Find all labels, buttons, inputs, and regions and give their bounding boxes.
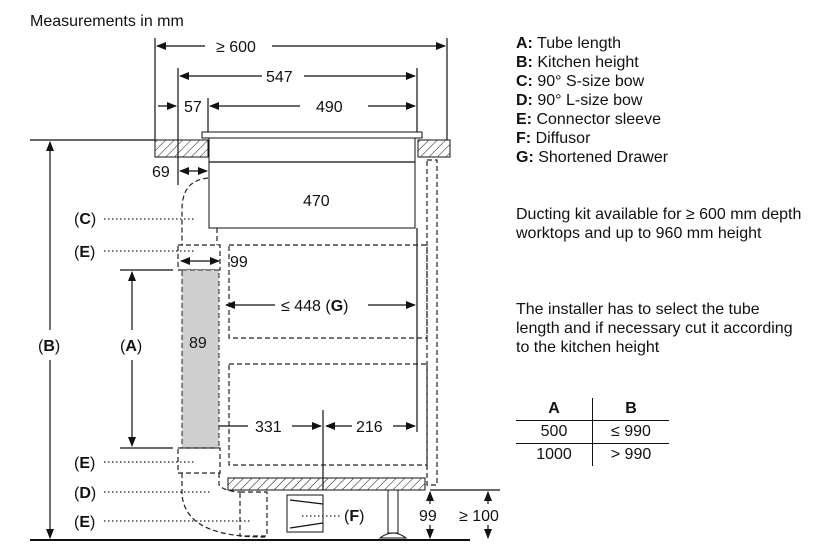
diagram-title: Measurements in mm — [30, 13, 184, 30]
dim-547: 547 — [266, 69, 293, 86]
dim-99-plinth: 99 — [419, 508, 437, 525]
callout-e-3: (E) — [74, 514, 95, 531]
dim-216: 216 — [356, 419, 383, 436]
cabinet-leg — [378, 489, 408, 539]
worktop-right — [417, 139, 451, 158]
table-header: A — [516, 398, 593, 421]
dim-69: 69 — [152, 164, 170, 181]
dim-100-plinth: ≥ 100 — [459, 508, 499, 525]
dim-490: 490 — [316, 99, 343, 116]
diffuser — [286, 494, 324, 533]
s-bow — [181, 177, 218, 245]
callout-b: (B) — [38, 338, 60, 355]
extension-lines — [30, 38, 500, 491]
drawer-lower — [228, 363, 428, 466]
connector-sleeve-end — [239, 491, 268, 537]
note-ducting-kit: Ducting kit available for ≥ 600 mm depth… — [516, 206, 802, 242]
legend-item: D: 90° L-size bow — [516, 92, 643, 109]
dim-89: 89 — [189, 335, 207, 352]
callout-leaders — [104, 218, 340, 522]
callout-a: (A) — [120, 338, 142, 355]
cabinet-front — [426, 159, 438, 486]
worktop-left — [154, 139, 209, 158]
hob-glass — [201, 131, 423, 139]
tube — [181, 269, 220, 449]
legend: A: Tube length B: Kitchen height C: 90° … — [516, 34, 668, 167]
legend-item: F: Diffusor — [516, 130, 591, 147]
callout-c: (C) — [74, 211, 96, 228]
legend-item: B: Kitchen height — [516, 54, 639, 71]
dim-57: 57 — [184, 99, 202, 116]
legend-item: C: 90° S-size bow — [516, 73, 645, 90]
legend-item: E: Connector sleeve — [516, 111, 661, 128]
callout-e-2: (E) — [74, 455, 95, 472]
dim-99-connector: 99 — [230, 254, 248, 271]
dim-470: 470 — [303, 193, 330, 210]
cabinet-base — [227, 477, 426, 491]
dimension-arrows — [46, 42, 492, 539]
callout-e-1: (E) — [74, 244, 95, 261]
legend-item: G: Shortened Drawer — [516, 149, 669, 166]
table-row: 1000> 990 — [516, 443, 669, 466]
note-installer: The installer has to select the tube len… — [516, 301, 793, 356]
callout-f: (F) — [344, 508, 364, 525]
dim-overall-depth: ≥ 600 — [216, 39, 256, 56]
dim-448: ≤ 448 (G) — [281, 298, 348, 315]
dim-331: 331 — [255, 419, 282, 436]
table-header: B — [592, 398, 669, 421]
hob-body — [208, 137, 416, 229]
table-row: 500≤ 990 — [516, 420, 669, 444]
legend-item: A: Tube length — [516, 35, 621, 52]
callout-d: (D) — [74, 485, 96, 502]
drawer-upper — [228, 244, 428, 339]
connector-sleeve-top — [177, 244, 221, 271]
connector-sleeve-bottom — [177, 447, 221, 474]
